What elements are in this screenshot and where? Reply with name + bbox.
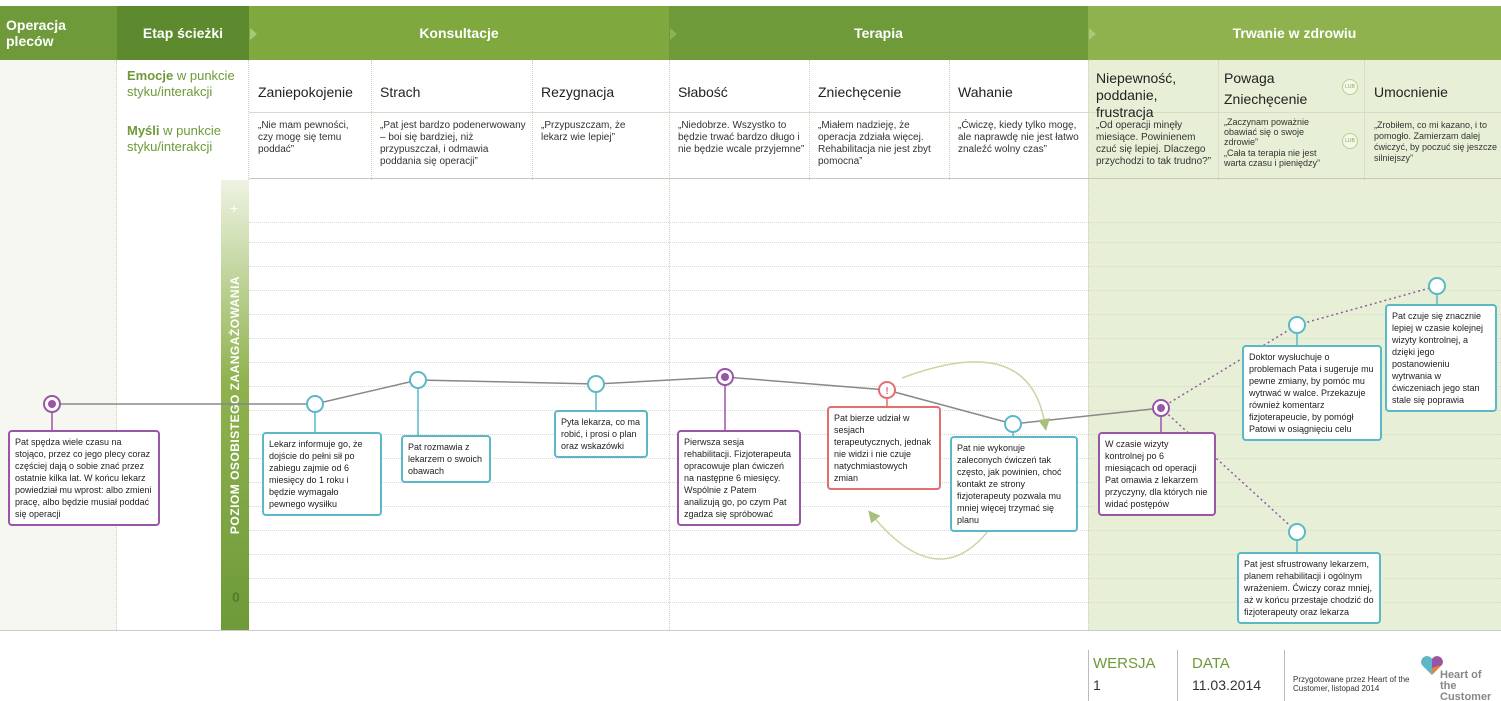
touchpoint-card: Lekarz informuje go, że dojście do pełni… — [262, 432, 382, 516]
grid-line — [249, 506, 1501, 507]
touchpoint-card: Pat bierze udział w sesjach terapeutyczn… — [827, 406, 941, 490]
thought-item: „Od operacji minęły miesiące. Powinienem… — [1096, 120, 1212, 167]
phase-therapy: Terapia — [669, 6, 1088, 60]
phase-arrow-icon — [670, 28, 677, 40]
emotion-item: Umocnienie — [1374, 84, 1448, 100]
thought-item: „Przypuszczam, że lekarz wie lepiej” — [541, 120, 626, 143]
thought-item: „Pat jest bardzo podenerwowany – boi się… — [380, 120, 526, 167]
column-divider — [532, 60, 533, 180]
thought-item: „Miałem nadzieję, że operacja zdziała wi… — [818, 120, 931, 167]
emotion-item: Niepewność, poddanie, frustracja — [1096, 70, 1177, 120]
thought-item: „Niedobrze. Wszystko to będzie trwać bar… — [678, 120, 805, 155]
column-divider — [1364, 60, 1365, 180]
footer-separator — [1284, 650, 1285, 701]
emotions-label-bold: Emocje — [127, 68, 174, 83]
axis-plus: + — [230, 200, 239, 216]
column-divider — [1088, 60, 1089, 630]
grid-line — [249, 362, 1501, 363]
grid-line — [249, 242, 1501, 243]
phase-arrow-icon — [250, 28, 257, 40]
grid-line — [249, 290, 1501, 291]
heart-logo-icon — [1421, 656, 1443, 675]
grid-line — [249, 386, 1501, 387]
touchpoint-card: Pat spędza wiele czasu na stojąco, przez… — [8, 430, 160, 526]
thought-item: „Cała ta terapia nie jest warta czasu i … — [1224, 148, 1321, 168]
engagement-axis-bar — [221, 180, 249, 630]
touchpoint-card: Pierwsza sesja rehabilitacji. Fizjoterap… — [677, 430, 801, 526]
grid-line — [249, 530, 1501, 531]
emotion-item: Rezygnacja — [541, 84, 615, 100]
column-divider — [669, 60, 670, 630]
logo-text: Heart of the Customer — [1440, 669, 1492, 701]
touchpoint-card: Pyta lekarza, co ma robić, i prosi o pla… — [554, 410, 648, 458]
grid-line — [249, 222, 1501, 223]
thoughts-label-rest: w punkcie styku/interakcji — [127, 123, 221, 154]
version-value: 1 — [1093, 677, 1101, 693]
date-value: 11.03.2014 — [1192, 677, 1262, 693]
grid-line — [249, 554, 1501, 555]
column-divider — [949, 60, 950, 180]
emotion-item: Zniechęcenie — [818, 84, 902, 100]
phase-consultations: Konsultacje — [249, 6, 669, 60]
grid-line — [249, 602, 1501, 603]
lub-badge: LUB — [1342, 79, 1358, 95]
grid-line — [249, 578, 1501, 579]
phase-wellness: Trwanie w zdrowiu — [1088, 6, 1501, 60]
touchpoint-card: Pat czuje się znacznie lepiej w czasie k… — [1385, 304, 1497, 412]
grid-line — [249, 314, 1501, 315]
lub-badge: LUB — [1342, 133, 1358, 149]
svg-text:!: ! — [885, 386, 888, 397]
emotions-row-label: Emocje w punkcie styku/interakcji — [127, 68, 245, 100]
column-divider — [1218, 60, 1219, 180]
thought-item: „Nie mam pewności, czy mogę się temu pod… — [258, 120, 349, 155]
touchpoint-card: Pat rozmawia z lekarzem o swoich obawach — [401, 435, 491, 483]
touchpoint-card: Pat nie wykonuje zaleconych ćwiczeń tak … — [950, 436, 1078, 532]
touchpoint-card: Pat jest sfrustrowany lekarzem, planem r… — [1237, 552, 1381, 624]
row-divider — [249, 112, 1501, 113]
emotion-item: Strach — [380, 84, 421, 100]
thoughts-row-label: Myśli w punkcie styku/interakcji — [127, 123, 245, 155]
column-divider — [371, 60, 372, 180]
grid-line — [249, 266, 1501, 267]
version-label: WERSJA — [1093, 655, 1156, 672]
left-column — [0, 60, 117, 630]
emotion-item: Zniechęcenie — [1224, 91, 1308, 107]
thought-item: „Zaczynam poważnie obawiać się o swoje z… — [1224, 117, 1310, 147]
touchpoint-card: Doktor wysłuchuje o problemach Pata i su… — [1242, 345, 1382, 441]
credit-text: Przygotowane przez Heart of the Customer… — [1293, 675, 1410, 693]
stage-header: Etap ścieżki — [117, 6, 249, 60]
journey-title: Operacja pleców — [0, 6, 117, 60]
column-divider — [809, 60, 810, 180]
touchpoint-card: W czasie wizyty kontrolnej po 6 miesiąca… — [1098, 432, 1216, 516]
axis-zero: 0 — [232, 589, 240, 605]
grid-line — [249, 338, 1501, 339]
thought-item: „Ćwiczę, kiedy tylko mogę, ale naprawdę … — [958, 120, 1079, 155]
emotion-item: Powaga — [1224, 70, 1275, 86]
thought-item: „Zrobiłem, co mi kazano, i to pomogło. Z… — [1374, 120, 1498, 163]
thoughts-label-bold: Myśli — [127, 123, 160, 138]
phase-arrow-icon — [1089, 28, 1096, 40]
emotion-item: Słabość — [678, 84, 728, 100]
row-divider — [249, 178, 1501, 179]
footer-separator — [1177, 650, 1178, 701]
emotions-label-rest: w punkcie styku/interakcji — [127, 68, 235, 99]
date-label: DATA — [1192, 655, 1230, 672]
footer-separator — [1088, 650, 1089, 701]
emotion-item: Wahanie — [958, 84, 1013, 100]
footer-divider — [0, 630, 1501, 631]
emotion-item: Zaniepokojenie — [258, 84, 353, 100]
top-margin — [0, 0, 1501, 6]
